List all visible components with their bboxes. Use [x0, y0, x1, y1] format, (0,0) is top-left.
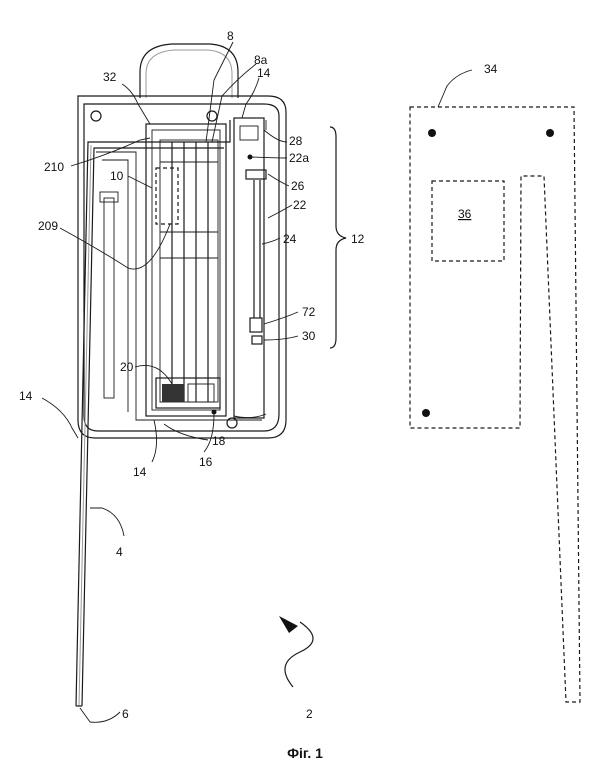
back-panel: [409, 106, 581, 703]
label-2: 2: [306, 707, 313, 721]
label-18: 18: [212, 434, 226, 448]
handle-loop: [139, 43, 239, 98]
label-14-bottom: 14: [133, 465, 147, 479]
reference-labels: 8 8a 14 32 34 28 22a 210 10 26 22 209 24…: [19, 29, 498, 721]
label-26: 26: [291, 179, 305, 193]
cartridge-cells: [145, 123, 227, 417]
leader-lines: [41, 41, 473, 723]
label-209: 209: [38, 219, 58, 233]
figure-caption: Фіг. 1: [287, 745, 323, 761]
label-34: 34: [484, 62, 498, 76]
label-22a: 22a: [289, 151, 309, 165]
label-14-top: 14: [257, 66, 271, 80]
label-28: 28: [289, 134, 303, 148]
label-10: 10: [110, 169, 124, 183]
label-16: 16: [199, 455, 213, 469]
label-36: 36: [458, 207, 472, 221]
sensor-column: [233, 117, 267, 419]
label-12: 12: [351, 232, 365, 246]
internal-tube-left: [99, 191, 119, 399]
label-6: 6: [122, 707, 129, 721]
label-24: 24: [283, 232, 297, 246]
brace-12: [329, 126, 347, 349]
label-32: 32: [103, 70, 117, 84]
label-8a: 8a: [254, 53, 268, 67]
label-72: 72: [302, 305, 316, 319]
label-4: 4: [116, 545, 123, 559]
label-210: 210: [44, 160, 64, 174]
label-8: 8: [227, 29, 234, 43]
label-30: 30: [302, 329, 316, 343]
label-20: 20: [120, 360, 134, 374]
label-14-left: 14: [19, 389, 33, 403]
label-22: 22: [293, 198, 307, 212]
assembly-arrow: [279, 616, 314, 688]
